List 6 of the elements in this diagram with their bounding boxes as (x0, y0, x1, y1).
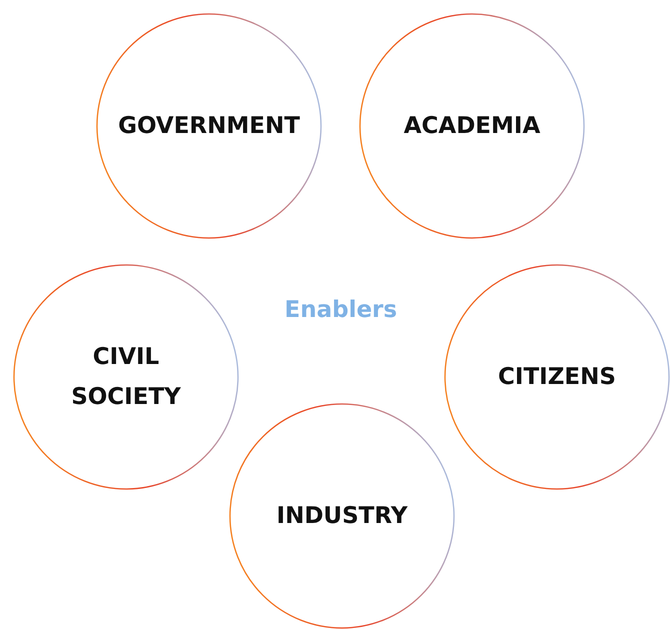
circle-label: ACADEMIA (404, 112, 540, 141)
center-label: Enablers (284, 297, 398, 323)
circle-label: CITIZENS (498, 363, 616, 392)
circle-label: CIVIL SOCIETY (70, 343, 182, 412)
circle-label: GOVERNMENT (118, 112, 300, 141)
circle-label: INDUSTRY (276, 502, 408, 531)
